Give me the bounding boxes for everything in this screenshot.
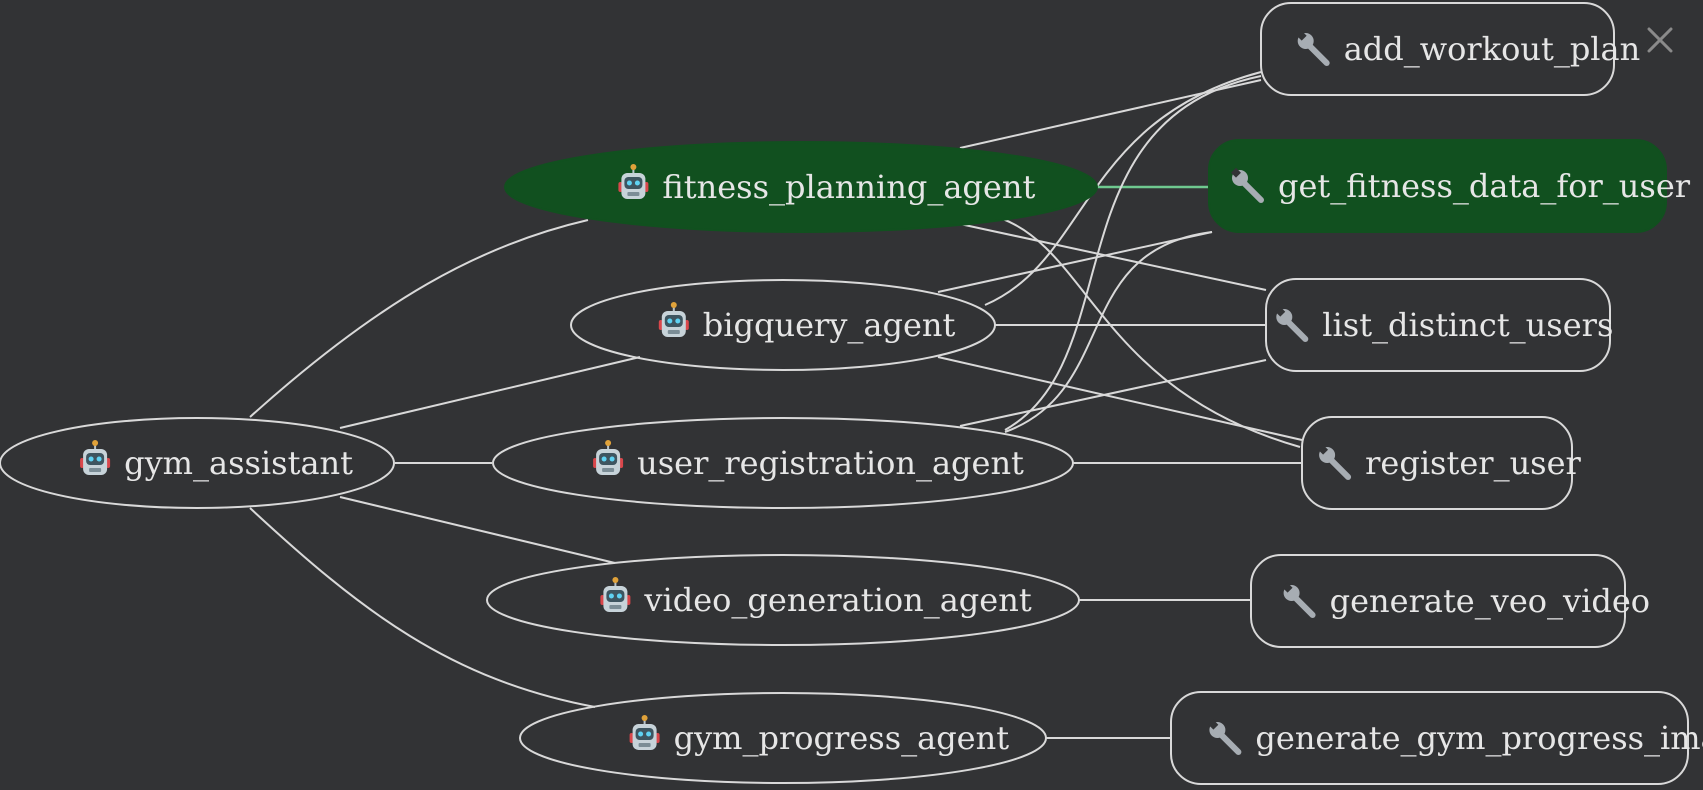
- agent-node-shape: [504, 141, 1098, 233]
- agent-label: gym_progress_agent: [674, 719, 1010, 757]
- agent-node-fitness_planning_agent[interactable]: fitness_planning_agent: [504, 141, 1098, 233]
- agent-label: fitness_planning_agent: [662, 168, 1035, 206]
- tool-label: add_workout_plan: [1344, 30, 1641, 68]
- agent-label: gym_assistant: [124, 444, 353, 482]
- edge-bigquery_agent-to-register_user: [937, 356, 1303, 441]
- robot-icon: [658, 302, 689, 337]
- agent-node-shape: [492, 417, 1074, 509]
- edge-gym_assistant-to-gym_progress_agent: [249, 507, 596, 708]
- wrench-icon: [1282, 582, 1316, 618]
- edge-bigquery_agent-to-get_fitness_data_for_user: [937, 231, 1213, 293]
- tool-label: get_fitness_data_for_user: [1278, 167, 1691, 205]
- robot-icon: [80, 440, 111, 475]
- tool-node-add_workout_plan[interactable]: add_workout_plan: [1260, 2, 1641, 96]
- edge-gym_assistant-to-video_generation_agent: [339, 496, 616, 564]
- wrench-icon: [1275, 306, 1309, 342]
- tool-label: generate_veo_video: [1330, 582, 1650, 620]
- agent-node-bigquery_agent[interactable]: bigquery_agent: [570, 279, 996, 371]
- tool-node-shape: [1208, 139, 1667, 233]
- agent-node-user_registration_agent[interactable]: user_registration_agent: [492, 417, 1074, 509]
- edge-fitness_planning_agent-to-list_distinct_users: [959, 223, 1267, 291]
- tool-node-list_distinct_users[interactable]: list_distinct_users: [1265, 278, 1613, 372]
- tool-node-shape: [1301, 416, 1573, 510]
- tool-node-shape: [1170, 691, 1689, 785]
- tool-node-shape: [1260, 2, 1615, 96]
- agent-label: user_registration_agent: [637, 444, 1024, 482]
- edge-user_registration_agent-to-get_fitness_data_for_user: [1004, 231, 1213, 433]
- robot-icon: [593, 440, 624, 475]
- agent-node-gym_assistant[interactable]: gym_assistant: [0, 417, 395, 509]
- wrench-icon: [1296, 30, 1330, 66]
- close-button[interactable]: [1640, 20, 1680, 60]
- wrench-icon: [1231, 167, 1264, 203]
- tool-node-generate_veo_video[interactable]: generate_veo_video: [1250, 554, 1650, 648]
- tool-node-generate_gym_progress_image[interactable]: generate_gym_progress_image: [1170, 691, 1703, 785]
- edge-gym_assistant-to-fitness_planning_agent: [249, 219, 589, 418]
- agent-node-shape: [570, 279, 996, 371]
- agent-label: video_generation_agent: [643, 581, 1031, 619]
- tool-node-shape: [1265, 278, 1611, 372]
- tool-label: list_distinct_users: [1322, 306, 1613, 344]
- agent-node-shape: [519, 692, 1047, 784]
- tool-node-register_user[interactable]: register_user: [1301, 416, 1582, 510]
- agent-node-video_generation_agent[interactable]: video_generation_agent: [486, 554, 1080, 646]
- agent-node-shape: [486, 554, 1080, 646]
- tool-label: generate_gym_progress_image: [1255, 719, 1703, 757]
- edge-fitness_planning_agent-to-add_workout_plan: [959, 79, 1262, 149]
- edge-user_registration_agent-to-list_distinct_users: [959, 359, 1267, 427]
- close-icon: [1647, 27, 1673, 53]
- tool-node-get_fitness_data_for_user[interactable]: get_fitness_data_for_user: [1208, 139, 1691, 233]
- agent-node-shape: [0, 417, 395, 509]
- agent-label: bigquery_agent: [703, 306, 956, 344]
- robot-icon: [618, 164, 649, 199]
- robot-icon: [629, 715, 660, 750]
- edge-user_registration_agent-to-add_workout_plan: [1004, 75, 1262, 431]
- wrench-icon: [1208, 719, 1242, 755]
- edge-gym_assistant-to-bigquery_agent: [339, 356, 641, 429]
- tool-label: register_user: [1365, 444, 1581, 482]
- agent-node-gym_progress_agent[interactable]: gym_progress_agent: [519, 692, 1047, 784]
- wrench-icon: [1318, 444, 1352, 480]
- tool-node-shape: [1250, 554, 1626, 648]
- edge-fitness_planning_agent-to-register_user: [999, 217, 1301, 448]
- edge-layer: [249, 71, 1303, 739]
- robot-icon: [600, 577, 631, 612]
